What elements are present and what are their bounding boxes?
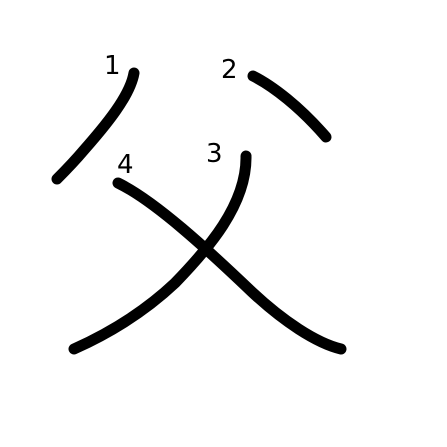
stroke-number-1: 1 — [104, 51, 121, 81]
stroke-number-2: 2 — [221, 55, 238, 85]
stroke-4 — [112, 177, 347, 355]
stroke-number-4: 4 — [117, 150, 134, 180]
stroke-1 — [51, 67, 140, 185]
stroke-3 — [68, 150, 252, 355]
stroke-2 — [247, 70, 332, 143]
stroke-number-3: 3 — [206, 139, 223, 169]
